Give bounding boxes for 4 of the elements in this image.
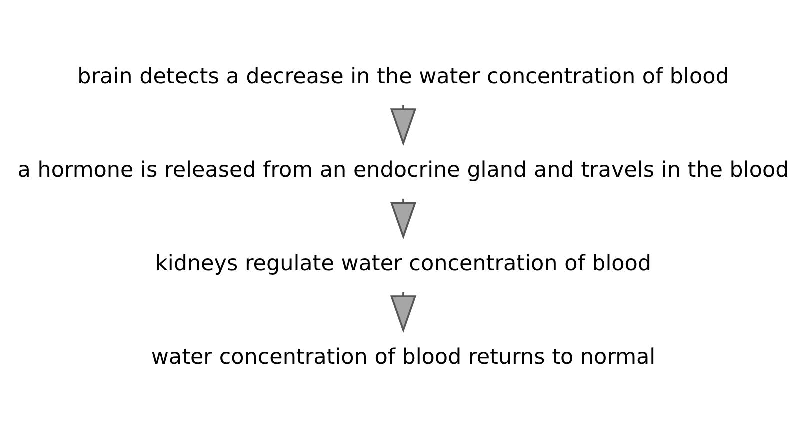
node-text: kidneys regulate water concentration of blood bbox=[155, 251, 652, 276]
node-text: brain detects a decrease in the water concentration of blood bbox=[78, 64, 730, 90]
node-text: a hormone is released from an endocrine gland and travels in the blood bbox=[18, 158, 790, 183]
node-text: water concentration of blood returns to normal bbox=[151, 344, 656, 370]
